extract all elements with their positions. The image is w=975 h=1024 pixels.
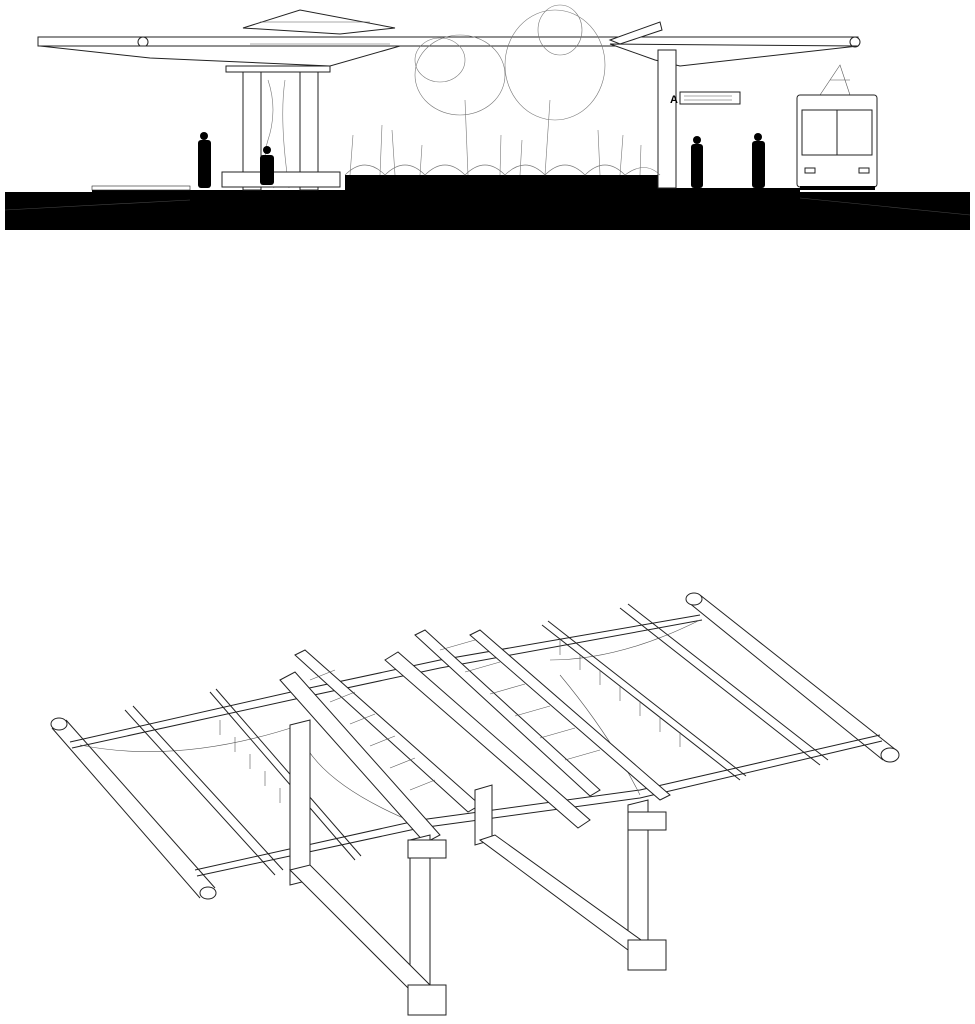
columns	[289, 719, 667, 1016]
edge-tube-right	[685, 592, 900, 763]
edge-tube-left	[50, 717, 217, 900]
bus	[796, 64, 878, 190]
sign-label: A	[670, 94, 678, 106]
purlins	[124, 603, 829, 876]
trees	[344, 4, 661, 176]
right-column: A	[657, 49, 741, 189]
central-trusses	[279, 629, 671, 844]
section-elevation: A	[4, 4, 971, 230]
canopy-beam	[37, 9, 861, 67]
sign-panel	[679, 91, 741, 105]
ground-section	[5, 175, 970, 230]
people-silhouettes	[198, 132, 765, 188]
left-column	[221, 65, 341, 191]
structure-axonometric	[50, 592, 900, 1016]
